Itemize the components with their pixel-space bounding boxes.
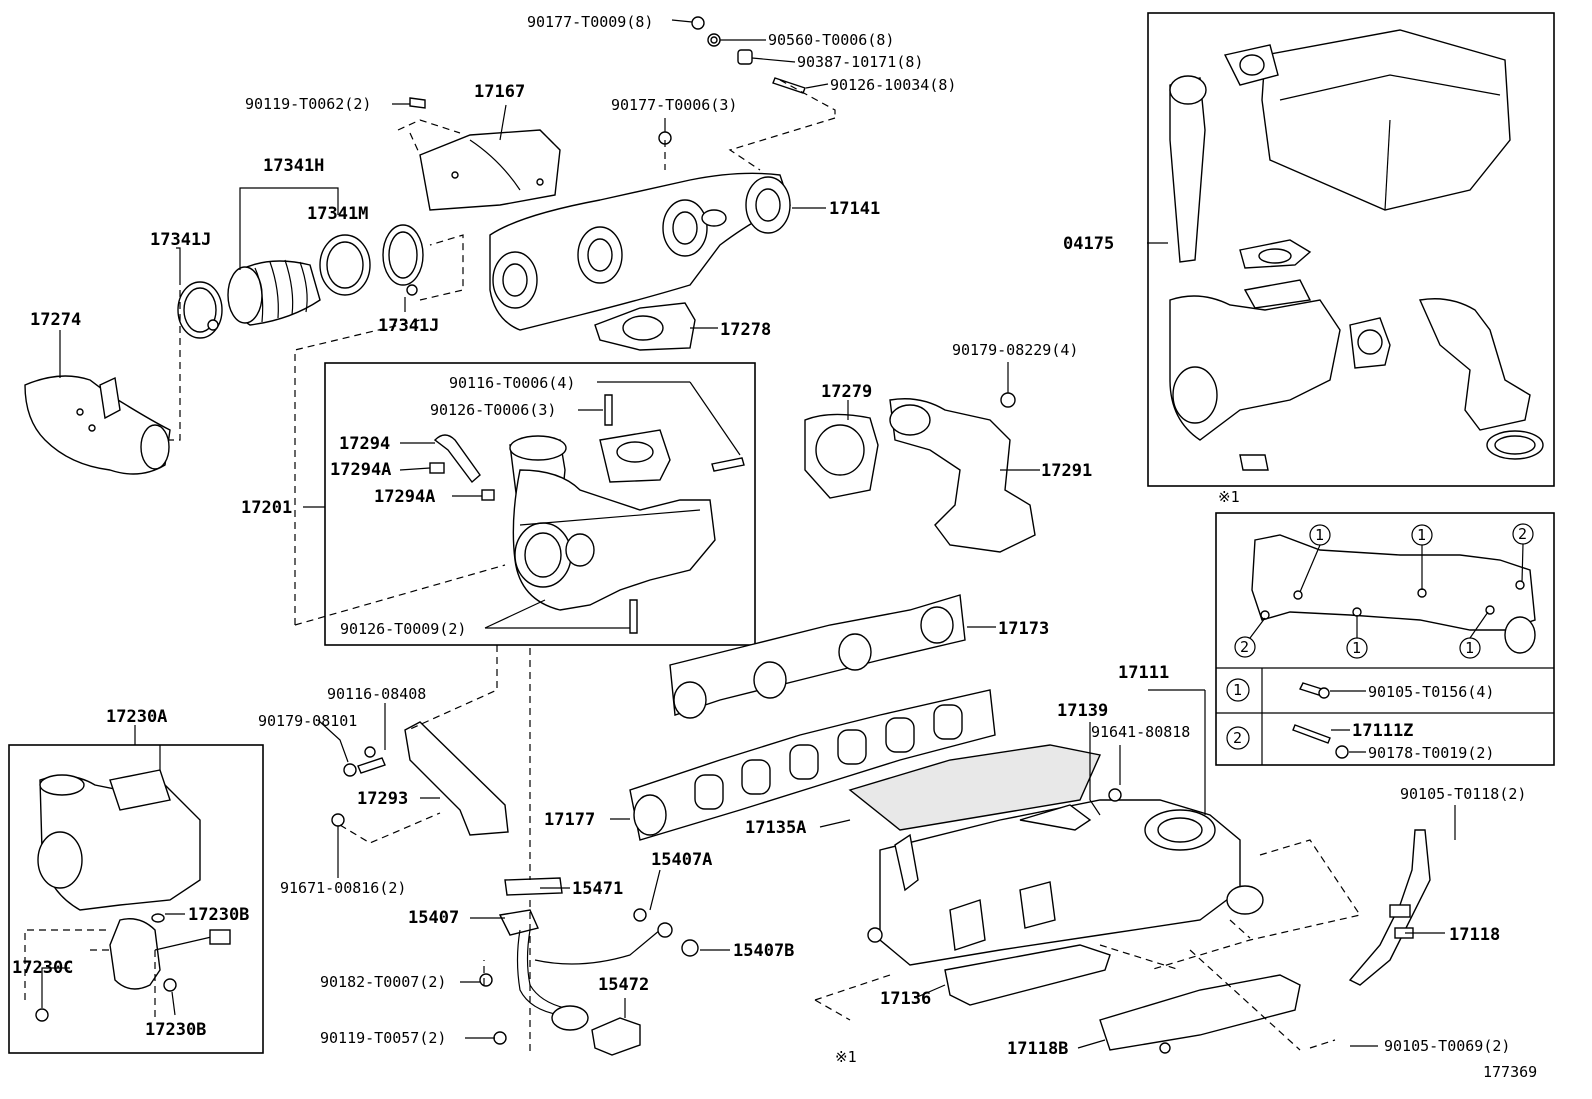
label-17294A-b: 17294A (374, 487, 435, 507)
label-17135A: 17135A (745, 818, 806, 838)
label-17230B-a: 17230B (188, 905, 249, 925)
callout-2: 2 (1518, 525, 1527, 543)
label-15407: 15407 (408, 908, 459, 928)
label-17341J-b: 17341J (378, 316, 439, 336)
label-90177-T0009: 90177-T0009(8) (527, 13, 653, 31)
dashed-lines (24, 79, 1361, 1055)
label-90119-T0062: 90119-T0062(2) (245, 95, 371, 113)
label-15471: 15471 (572, 879, 623, 899)
egr-pipe-15407 (479, 877, 699, 1056)
plate-17136 (944, 944, 1111, 1006)
label-17341H: 17341H (263, 156, 324, 176)
label-90105-T0118: 90105-T0118(2) (1400, 785, 1526, 803)
label-17173: 17173 (998, 619, 1049, 639)
label-91641-80818: 91641-80818 (1091, 723, 1190, 741)
label-90177-T0006: 90177-T0006(3) (611, 96, 737, 114)
label-90116-08408: 90116-08408 (327, 685, 426, 703)
bracket-17118B (1099, 974, 1301, 1054)
callout-1: 1 (1315, 526, 1324, 544)
label-15472: 15472 (598, 975, 649, 995)
legend-manifold (1251, 534, 1536, 654)
label-90116-T0006: 90116-T0006(4) (449, 374, 575, 392)
label-90179-08229: 90179-08229(4) (952, 341, 1078, 359)
label-90105-T0069: 90105-T0069(2) (1384, 1037, 1510, 1055)
label-17278: 17278 (720, 320, 771, 340)
intake-hose-17341 (177, 224, 424, 339)
label-note1-bottom: ※1 (835, 1048, 857, 1066)
label-17139: 17139 (1057, 701, 1108, 721)
label-90387-10171: 90387-10171(8) (797, 53, 923, 71)
label-17294A-a: 17294A (330, 460, 391, 480)
label-91671-00816: 91671-00816(2) (280, 879, 406, 897)
air-duct-17274 (24, 375, 171, 475)
exhaust-manifold-17141 (489, 172, 791, 331)
legend-row1-number: 1 (1233, 681, 1242, 699)
label-17293: 17293 (357, 789, 408, 809)
exhaust-pipe-17291 (804, 392, 1036, 553)
gasket-17173 (669, 594, 966, 719)
nuts-bolts-top (409, 16, 806, 145)
heat-shield-17167 (419, 129, 561, 211)
label-17118B: 17118B (1007, 1039, 1068, 1059)
label-17201: 17201 (241, 498, 292, 518)
legend-row1-part: 90105-T0156(4) (1368, 683, 1494, 701)
legend-row2-part-a: 17111Z (1352, 721, 1413, 741)
label-90182-T0007: 90182-T0007(2) (320, 973, 446, 991)
label-17274: 17274 (30, 310, 81, 330)
label-90560-T0006: 90560-T0006(8) (768, 31, 894, 49)
label-15407A: 15407A (651, 850, 712, 870)
bracket-17293 (331, 721, 509, 836)
legend-row2-part-b: 90178-T0019(2) (1368, 744, 1494, 762)
label-17230B-b: 17230B (145, 1020, 206, 1040)
legend-row2-number: 2 (1233, 729, 1242, 747)
kit-04175-parts (1169, 29, 1544, 471)
reference-id: 177369 (1483, 1063, 1537, 1081)
label-17291: 17291 (1041, 461, 1092, 481)
label-90126-T0009: 90126-T0009(2) (340, 620, 466, 638)
label-17230C: 17230C (12, 958, 73, 978)
turbo-17230A-box (8, 744, 264, 1054)
callout-1: 1 (1465, 639, 1474, 657)
legend-callouts: 1 1 2 2 1 1 1 2 (1226, 523, 1534, 759)
label-17136: 17136 (880, 989, 931, 1009)
gasket-17177 (629, 689, 996, 841)
callout-2: 2 (1240, 638, 1249, 656)
turbocharger-17201 (429, 394, 745, 634)
label-17111: 17111 (1118, 663, 1169, 683)
turbo-17201-box (324, 362, 756, 646)
callout-1: 1 (1417, 526, 1426, 544)
label-17279: 17279 (821, 382, 872, 402)
label-04175: 04175 (1063, 234, 1114, 254)
label-note1-top: ※1 (1218, 488, 1240, 506)
kit-04175-box (1147, 12, 1555, 487)
callout-1: 1 (1352, 639, 1361, 657)
leader-lines (41, 19, 1456, 1049)
label-17230A: 17230A (106, 707, 167, 727)
label-90119-T0057: 90119-T0057(2) (320, 1029, 446, 1047)
bracket-17118 (1348, 829, 1431, 986)
label-17118: 17118 (1449, 925, 1500, 945)
label-17141: 17141 (829, 199, 880, 219)
part-labels: 90177-T0009(8) 90560-T0006(8) 90387-1017… (12, 13, 1537, 1081)
legend-box (1215, 512, 1555, 766)
label-17341M: 17341M (307, 204, 368, 224)
label-90126-10034: 90126-10034(8) (830, 76, 956, 94)
label-90179-08101: 90179-08101 (258, 712, 357, 730)
label-15407B: 15407B (733, 941, 794, 961)
label-17177: 17177 (544, 810, 595, 830)
intake-manifold-17111 (848, 744, 1264, 966)
turbo-17230A (35, 769, 231, 1022)
label-17294: 17294 (339, 434, 390, 454)
label-17341J-a: 17341J (150, 230, 211, 250)
label-17167: 17167 (474, 82, 525, 102)
label-90126-T0006: 90126-T0006(3) (430, 401, 556, 419)
